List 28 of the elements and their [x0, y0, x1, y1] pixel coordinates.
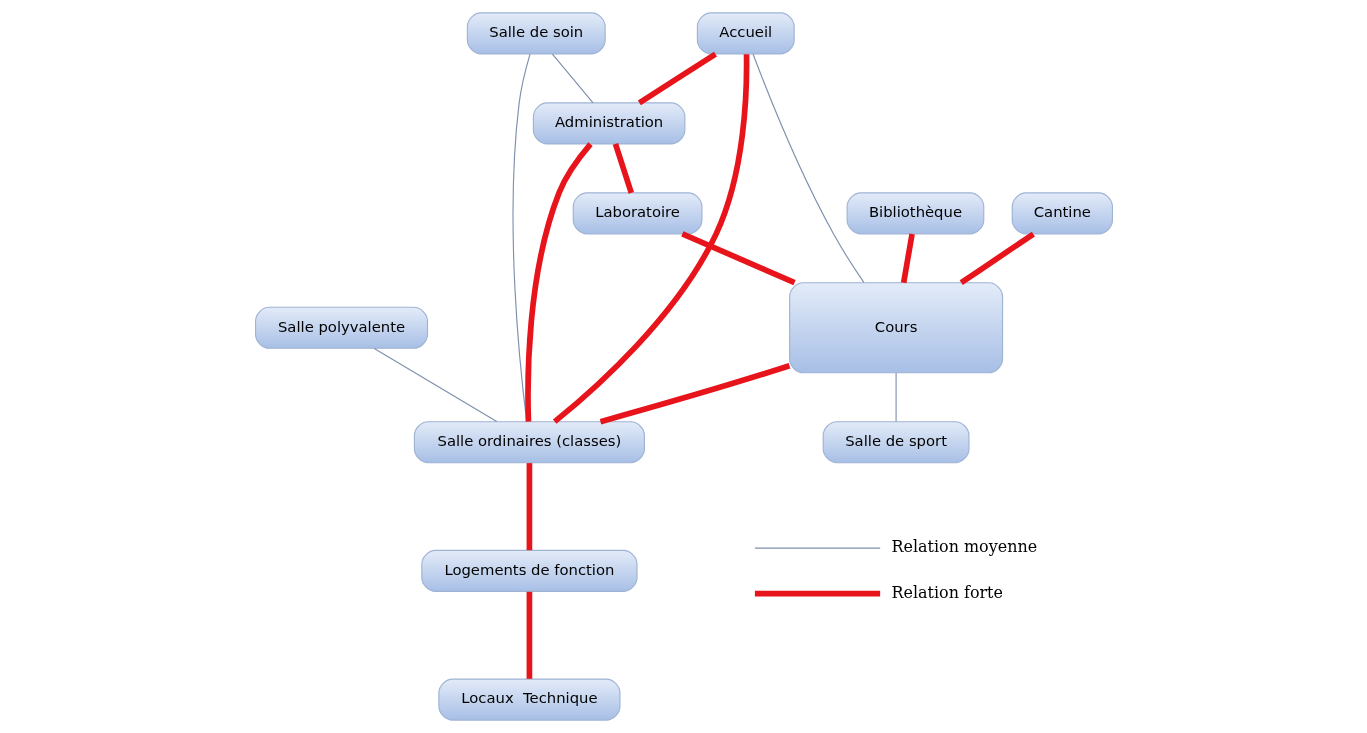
- node-box: Cours: [788, 282, 1003, 374]
- connector: [959, 231, 1035, 286]
- connector: [524, 142, 593, 422]
- connector: [526, 463, 532, 551]
- legend-label: Relation moyenne: [891, 537, 1037, 557]
- node-box: Laboratoire: [572, 192, 702, 235]
- connector: [612, 143, 634, 194]
- connector: [526, 591, 532, 679]
- connector: [637, 51, 717, 106]
- node-box: Bibliothèque: [846, 192, 984, 235]
- node-box: Salle polyvalente: [254, 306, 428, 349]
- node-box: Logements de fonction: [420, 549, 638, 592]
- connector: [373, 347, 497, 423]
- connector: [599, 363, 790, 425]
- node-box: Accueil: [696, 12, 795, 55]
- connector: [552, 54, 749, 424]
- legend-label: Relation forte: [891, 582, 1003, 602]
- node-box: Salle de soin: [466, 12, 606, 55]
- node-box: Locaux Technique: [437, 678, 621, 721]
- connector: [551, 53, 594, 104]
- connector: [680, 231, 796, 286]
- node-box: Administration: [532, 102, 685, 145]
- node-box: Salle de sport: [822, 421, 970, 464]
- connector: [895, 372, 897, 423]
- node-box: Salle ordinaires (classes): [413, 421, 645, 464]
- connector: [751, 53, 864, 283]
- node-box: Cantine: [1011, 192, 1113, 235]
- connector: [900, 233, 915, 284]
